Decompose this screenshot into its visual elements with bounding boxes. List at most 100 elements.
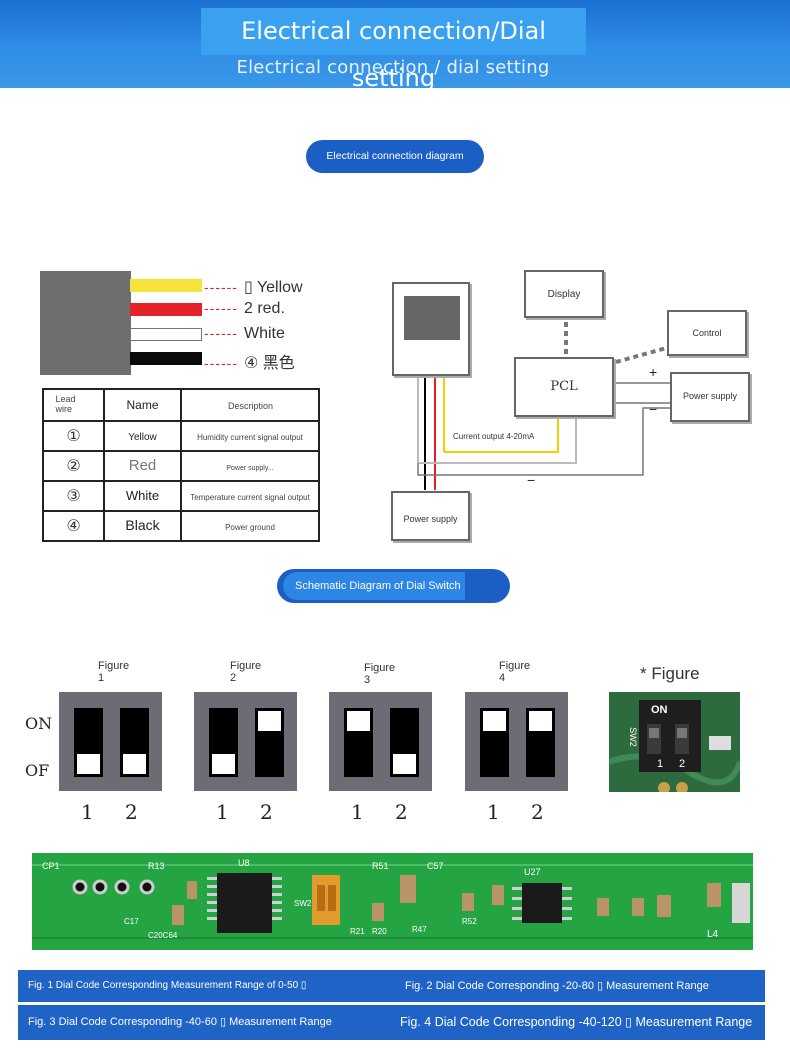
dip-slot <box>344 708 373 777</box>
current-output-label: Current output 4-20mA <box>453 432 535 441</box>
sensor-screen <box>404 296 460 340</box>
photo-on-label: ON <box>651 704 668 716</box>
plus-label: + <box>649 364 658 380</box>
switch-number: 1 <box>216 800 229 824</box>
power-supply-bottom-label: Power supply <box>403 514 458 524</box>
section-heading-dial: Schematic Diagram of Dial Switch <box>277 569 510 603</box>
photo-caption: * Figure <box>640 664 700 683</box>
row-num: ② <box>42 450 105 482</box>
control-label: Control <box>692 328 722 338</box>
figure-caption-number: 3 <box>364 674 371 686</box>
pcb-drawing <box>32 853 753 950</box>
switch-number: 2 <box>125 800 138 824</box>
pcb-label-l4: L4 <box>707 929 719 940</box>
section-heading-dial-text: Schematic Diagram of Dial Switch <box>283 572 465 600</box>
dip-knob-off <box>393 754 416 774</box>
cable-body <box>40 271 131 375</box>
photo-sw-label: SW2 <box>627 727 638 747</box>
row-num: ④ <box>42 510 105 542</box>
dip-switch <box>59 692 162 791</box>
caption-fig2: Fig. 2 Dial Code Corresponding -20-80 ▯ … <box>405 980 709 992</box>
display-box: Display <box>524 270 604 318</box>
connection-lines <box>417 322 671 490</box>
caption-fig3: Fig. 3 Dial Code Corresponding -40-60 ▯ … <box>28 1016 332 1028</box>
pcl-box: PCL <box>514 357 614 417</box>
section-heading-wiring: Electrical connection diagram <box>306 140 484 173</box>
dip-slot <box>255 708 284 777</box>
pcb-label-c64: C20C64 <box>148 931 178 940</box>
dip-slot <box>526 708 555 777</box>
off-label: OF <box>25 761 50 780</box>
pcb-label-cp1: CP1 <box>42 861 60 871</box>
pcb-label-c57: C57 <box>427 861 444 871</box>
figure-caption-number: 2 <box>230 672 237 684</box>
wiring-table: Lead wire Name Description ① Yellow Humi… <box>42 388 320 542</box>
sensor-device <box>392 282 470 376</box>
minus-right-label: − <box>649 401 658 417</box>
pcb-label-u8: U8 <box>238 858 250 868</box>
page-subtitle: Electrical connection / dial setting <box>236 57 550 78</box>
row-name: Yellow <box>103 420 182 452</box>
page-title: Electrical connection/Dial setting <box>201 8 586 92</box>
dip-slot <box>120 708 149 777</box>
table-header-row: Lead wire Name Description <box>42 388 320 422</box>
wire-label-1: ------▯ Yellow <box>204 279 303 296</box>
row-name: White <box>103 480 182 512</box>
figure-caption-title: Figure <box>98 660 130 672</box>
figure-caption-number: 1 <box>98 672 105 684</box>
table-row: ② Red Power supply... <box>42 450 320 482</box>
dip-knob-on <box>483 711 506 731</box>
header-banner: Electrical connection/Dial setting Elect… <box>0 0 790 92</box>
switch-number: 2 <box>260 800 273 824</box>
switch-number: 1 <box>487 800 500 824</box>
pcb-board-photo: CP1 R13 U8 R51 C57 U27 L4 SW2 R21 R20 R4… <box>32 853 753 950</box>
header-lead: Lead wire <box>42 388 105 422</box>
power-supply-bottom-box: Power supply <box>391 491 470 541</box>
row-desc: Humidity current signal output <box>180 420 320 452</box>
dip-switch <box>465 692 568 791</box>
pcb-label-r13: R13 <box>148 861 165 871</box>
photo-num-1: 1 <box>657 758 664 770</box>
switch-number: 2 <box>531 800 544 824</box>
dip-knob-off <box>77 754 100 774</box>
dip-knob-on <box>529 711 552 731</box>
table-row: ④ Black Power ground <box>42 510 320 542</box>
wire-label-4: ------④ 黑色 <box>204 355 295 372</box>
dip-knob-on <box>347 711 370 731</box>
pcl-label: PCL <box>550 379 578 394</box>
caption-bar-2: Fig. 3 Dial Code Corresponding -40-60 ▯ … <box>18 1005 765 1040</box>
on-label: ON <box>25 714 53 733</box>
wire-white <box>130 328 202 341</box>
control-box: Control <box>667 310 747 356</box>
wire-red <box>130 303 202 316</box>
pcb-label-sw2: SW2 <box>294 899 312 908</box>
caption-bar-1: Fig. 1 Dial Code Corresponding Measureme… <box>18 970 765 1002</box>
table-row: ③ White Temperature current signal outpu… <box>42 480 320 512</box>
figure-caption-title: Figure <box>499 660 531 672</box>
switch-number: 2 <box>395 800 408 824</box>
switch-number: 1 <box>81 800 94 824</box>
pcb-label-c17: C17 <box>124 917 139 926</box>
dip-switch-photo: ON SW2 1 2 <box>609 692 740 792</box>
dip-knob-on <box>258 711 281 731</box>
dip-slot <box>209 708 238 777</box>
display-label: Display <box>547 289 581 300</box>
power-supply-right-label: Power supply <box>682 391 738 401</box>
pcb-label-u27: U27 <box>524 867 541 877</box>
power-supply-right-box: Power supply <box>670 372 750 422</box>
pcb-label-r21: R21 <box>350 927 365 936</box>
pcb-label-r52: R52 <box>462 917 477 926</box>
header-desc: Description <box>180 388 320 422</box>
header-name: Name <box>103 388 182 422</box>
dip-slot <box>74 708 103 777</box>
pcb-label-r47: R47 <box>412 925 427 934</box>
wire-label-3: ------White <box>204 325 285 342</box>
minus-bottom-label: − <box>527 472 536 488</box>
row-num: ① <box>42 420 105 452</box>
figure-caption-number: 4 <box>499 672 506 684</box>
row-desc: Power supply... <box>180 450 320 482</box>
caption-fig1: Fig. 1 Dial Code Corresponding Measureme… <box>28 980 307 991</box>
dip-switch <box>329 692 432 791</box>
